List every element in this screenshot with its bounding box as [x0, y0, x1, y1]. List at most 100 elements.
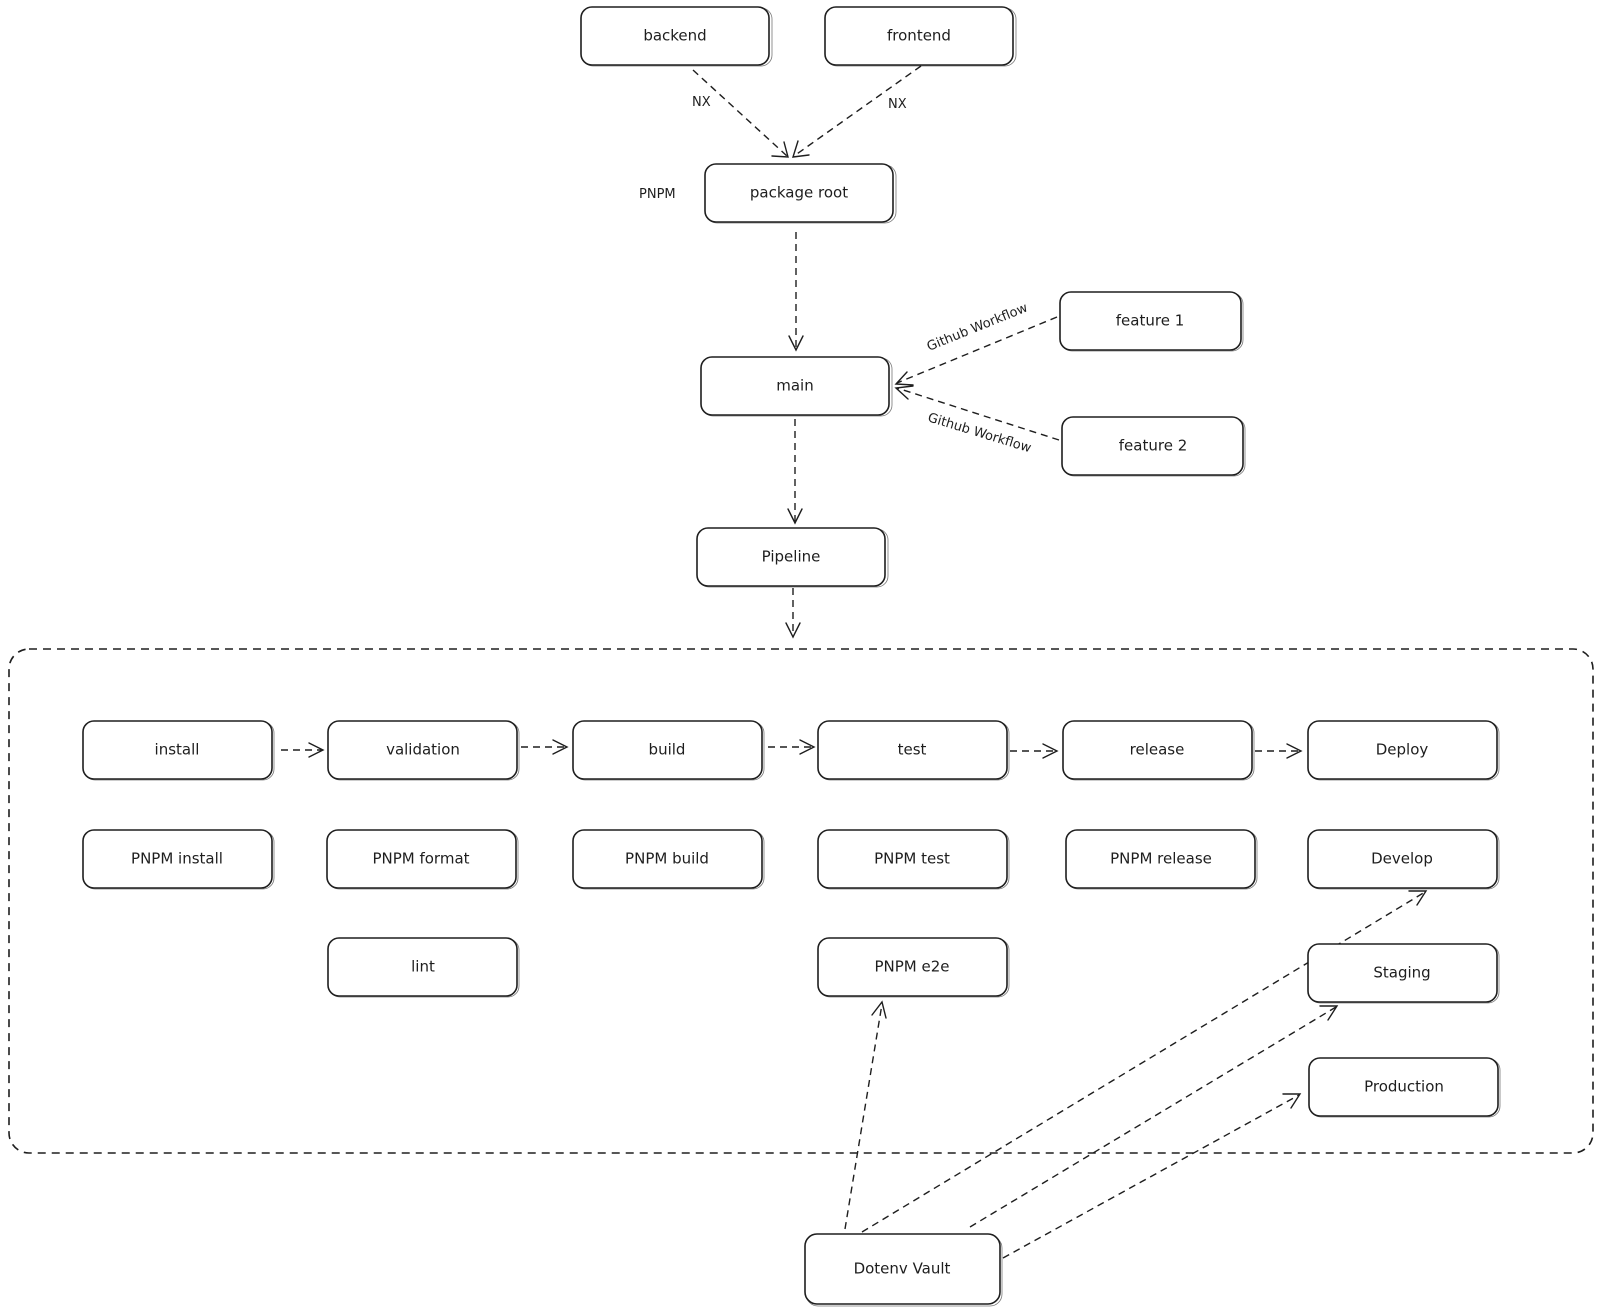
node-box	[1062, 720, 1253, 780]
node-label: Pipeline	[762, 548, 821, 566]
arrowhead	[894, 385, 914, 400]
node-box	[1059, 291, 1242, 351]
node-box	[700, 356, 890, 416]
node-box	[326, 829, 517, 889]
node-pnpm-e2e[interactable]: PNPM e2e	[817, 937, 1010, 998]
node-box	[572, 720, 763, 780]
edge-label-nx-right: NX	[888, 97, 907, 112]
arrowhead	[1408, 890, 1428, 906]
edge-frontend-package-root	[793, 65, 922, 157]
nodes: backend frontend package root main featu…	[82, 6, 1501, 1307]
node-box	[1307, 829, 1498, 889]
arrowhead	[1319, 1005, 1339, 1021]
node-build[interactable]: build	[572, 720, 765, 781]
arrowhead	[308, 742, 325, 758]
node-label: install	[155, 741, 200, 759]
arrowhead	[894, 371, 914, 386]
node-label: test	[898, 741, 927, 759]
arrowhead	[799, 739, 816, 755]
node-label: Develop	[1371, 850, 1433, 868]
node-label: lint	[411, 958, 435, 976]
annotation-pnpm: PNPM	[639, 187, 676, 202]
edge-label-nx-left: NX	[692, 95, 711, 110]
node-pnpm-install[interactable]: PNPM install	[82, 829, 275, 890]
node-test[interactable]: test	[817, 720, 1010, 781]
node-box	[572, 829, 763, 889]
node-label: frontend	[887, 27, 951, 45]
node-box	[1061, 416, 1244, 476]
node-label: PNPM release	[1110, 850, 1212, 868]
node-box	[704, 163, 894, 223]
node-backend[interactable]: backend	[580, 6, 773, 67]
node-label: feature 1	[1116, 312, 1184, 330]
node-label: PNPM test	[874, 850, 950, 868]
arrowhead	[1282, 1093, 1302, 1109]
arrowhead	[792, 140, 810, 158]
node-box	[1308, 1057, 1499, 1117]
node-pipeline[interactable]: Pipeline	[696, 527, 889, 588]
arrowhead	[1286, 743, 1303, 759]
node-install[interactable]: install	[82, 720, 275, 781]
node-staging[interactable]: Staging	[1307, 943, 1500, 1004]
node-label: PNPM install	[131, 850, 223, 868]
node-production[interactable]: Production	[1308, 1057, 1501, 1118]
node-pnpm-test[interactable]: PNPM test	[817, 829, 1010, 890]
node-box	[1307, 720, 1498, 780]
arrowhead	[788, 335, 804, 352]
node-label: Staging	[1373, 964, 1430, 982]
arrowhead	[552, 739, 569, 755]
node-box	[580, 6, 770, 66]
arrowhead	[1042, 743, 1059, 759]
node-frontend[interactable]: frontend	[824, 6, 1017, 67]
edges	[281, 65, 1428, 1259]
edge-dotenv-e2e	[844, 1003, 883, 1230]
node-main[interactable]: main	[700, 356, 893, 417]
node-release[interactable]: release	[1062, 720, 1255, 781]
node-lint[interactable]: lint	[327, 937, 520, 998]
node-feature-2[interactable]: feature 2	[1061, 416, 1246, 477]
node-box	[327, 720, 518, 780]
node-label: Production	[1364, 1078, 1444, 1096]
node-label: Deploy	[1376, 741, 1429, 759]
node-label: package root	[750, 184, 848, 202]
node-label: release	[1130, 741, 1185, 759]
node-box	[824, 6, 1014, 66]
edge-dotenv-production	[1002, 1094, 1300, 1259]
node-feature-1[interactable]: feature 1	[1059, 291, 1244, 352]
node-box	[82, 720, 273, 780]
arrowhead	[787, 508, 803, 525]
node-box	[804, 1233, 1001, 1305]
node-dotenv-vault[interactable]: Dotenv Vault	[804, 1233, 1003, 1307]
node-box	[1307, 943, 1498, 1003]
node-box	[817, 829, 1008, 889]
node-box	[327, 937, 518, 997]
node-label: feature 2	[1119, 437, 1187, 455]
node-box	[817, 937, 1008, 997]
node-develop[interactable]: Develop	[1307, 829, 1500, 890]
node-label: build	[649, 741, 686, 759]
node-validation[interactable]: validation	[327, 720, 520, 781]
edge-dotenv-develop	[861, 891, 1426, 1233]
node-package-root[interactable]: package root	[704, 163, 897, 224]
node-box	[817, 720, 1008, 780]
node-pnpm-format[interactable]: PNPM format	[326, 829, 519, 890]
edge-dotenv-staging	[969, 1006, 1337, 1228]
edge-backend-package-root	[692, 69, 788, 157]
node-box	[696, 527, 886, 587]
edge-feature-2-main	[896, 387, 1060, 441]
node-label: Dotenv Vault	[854, 1260, 951, 1278]
node-label: validation	[386, 741, 460, 759]
node-pnpm-build[interactable]: PNPM build	[572, 829, 765, 890]
arrowhead	[871, 1000, 887, 1019]
node-label: main	[776, 377, 813, 395]
node-label: PNPM e2e	[874, 958, 949, 976]
node-box	[82, 829, 273, 889]
node-pnpm-release[interactable]: PNPM release	[1065, 829, 1258, 890]
arrowhead	[771, 141, 789, 158]
edge-feature-1-main	[896, 316, 1058, 384]
pipeline-group-frame	[8, 648, 1594, 1154]
arrowhead	[785, 622, 801, 639]
node-deploy[interactable]: Deploy	[1307, 720, 1500, 781]
node-label: PNPM build	[625, 850, 709, 868]
